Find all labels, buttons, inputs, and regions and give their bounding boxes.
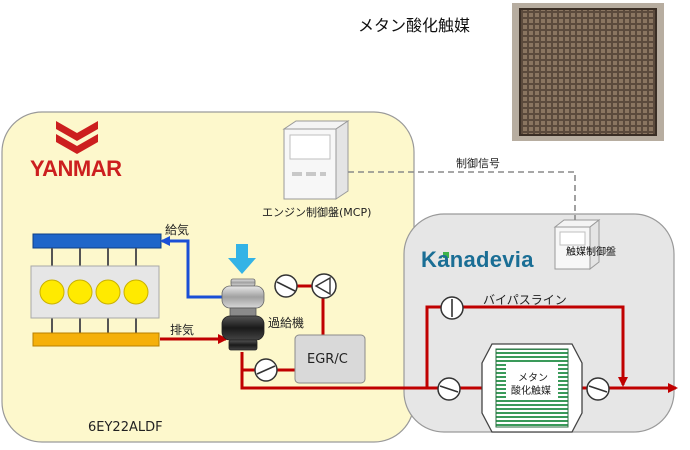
catalyst-control-panel-icon [553,218,601,271]
engine-model-label: 6EY22ALDF [88,420,163,435]
valve-icon [274,274,298,298]
exhaust-manifold [32,332,160,347]
exhaust-line-from-turbine [240,352,427,390]
catalyst-unit-label-line1: メタン [518,373,548,384]
catalyst-control-panel-label: 触媒制御盤 [566,247,616,258]
turbocharger-label: 過給機 [268,316,305,330]
egr-cooler-box [294,334,366,384]
engine-control-panel-icon [282,120,350,200]
turbocharger-icon [221,278,265,351]
catalyst-reactor-icon [481,343,583,433]
yanmar-logo: YANMAR [30,156,122,181]
valve-icon [437,377,461,401]
exhaust-label: 排気 [170,323,195,337]
supply-air-manifold [32,233,162,249]
valve-icon [586,377,610,401]
cylinder-3 [95,279,121,305]
supply-air-label: 給気 [165,223,190,237]
catalyst-photo-title: メタン酸化触媒 [358,16,471,35]
control-signal-label: 制御信号 [456,157,500,170]
injection-arrow-icon [228,244,256,274]
control-signal-line [348,171,576,220]
valve-icon [254,358,278,382]
cylinder-1 [39,279,65,305]
kanadevia-logo: Kanadevia [421,247,534,272]
valve-icon [440,296,464,320]
pump-icon [311,273,337,299]
methane-catalyst-photo [512,3,664,141]
cylinder-2 [67,279,93,305]
egr-cooler-label: EGR/C [307,352,348,367]
bypass-line [425,305,628,388]
yanmar-chevron-icon [56,121,98,154]
catalyst-unit-label-line2: 酸化触媒 [511,386,551,397]
engine-control-panel-label: エンジン制御盤(MCP) [262,206,372,219]
kanadevia-accent-icon [443,252,449,258]
supply-air-line [160,236,233,299]
bypass-line-label: バイパスライン [483,293,567,307]
cylinder-4 [123,279,149,305]
engine-block [30,248,160,334]
